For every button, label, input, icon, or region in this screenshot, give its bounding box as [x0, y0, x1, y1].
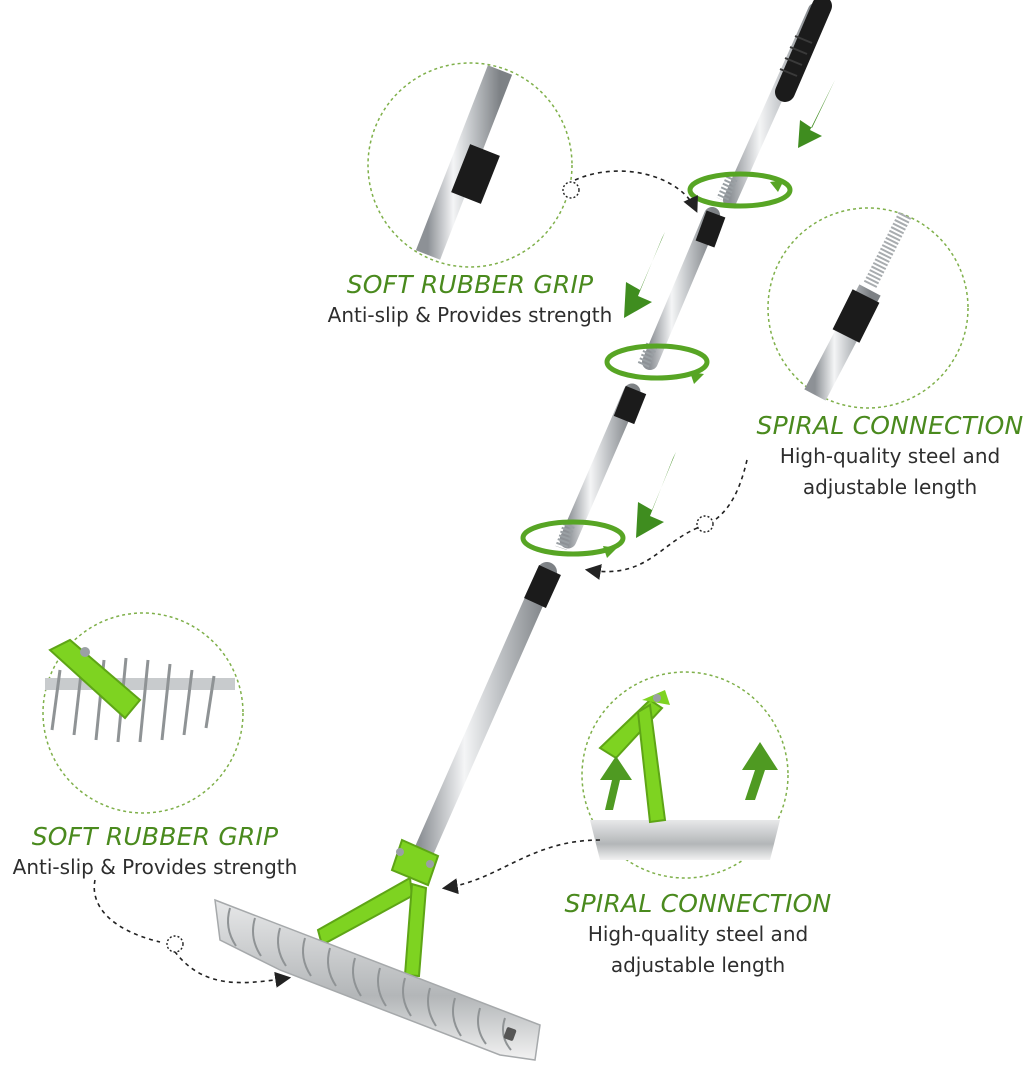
callout-desc: Anti-slip & Provides strength: [12, 855, 298, 879]
handle-top-section: [716, 0, 832, 207]
detail-circle-tines: [42, 612, 244, 814]
upward-arrow-icon: [600, 742, 778, 810]
callout-desc: High-quality steel and: [779, 444, 1001, 468]
callout-title: SOFT RUBBER GRIP: [346, 270, 594, 299]
dotted-leader-icon: [93, 170, 748, 988]
callout-title: SPIRAL CONNECTION: [756, 411, 1024, 440]
callout-desc: Anti-slip & Provides strength: [327, 303, 613, 327]
callout-grip-top: SOFT RUBBER GRIP Anti-slip & Provides st…: [300, 270, 640, 331]
detail-circle-frame: [581, 671, 789, 879]
detail-circle-grip: [367, 62, 573, 268]
callout-title: SPIRAL CONNECTION: [564, 889, 832, 918]
callout-title: SOFT RUBBER GRIP: [31, 822, 279, 851]
handle-third-section: [555, 383, 647, 550]
detail-circle-spiral: [767, 207, 969, 409]
handle-second-section: [637, 207, 726, 370]
handle-bottom-section: [410, 562, 561, 870]
callout-desc: High-quality steel and: [587, 922, 809, 946]
callout-spiral-top: SPIRAL CONNECTION High-quality steel and…: [740, 411, 1024, 503]
callout-grip-bottom: SOFT RUBBER GRIP Anti-slip & Provides st…: [0, 822, 310, 883]
leader-origin-icon: [166, 181, 714, 953]
rake-head: [214, 838, 541, 1061]
rotate-ring-arrow-icon: [603, 180, 784, 558]
callout-spiral-bottom: SPIRAL CONNECTION High-quality steel and…: [548, 889, 848, 981]
callout-desc: adjustable length: [610, 953, 786, 977]
rotate-ring-icon: [520, 171, 793, 557]
down-arrow-icon: [624, 80, 835, 538]
callout-desc: adjustable length: [802, 475, 978, 499]
